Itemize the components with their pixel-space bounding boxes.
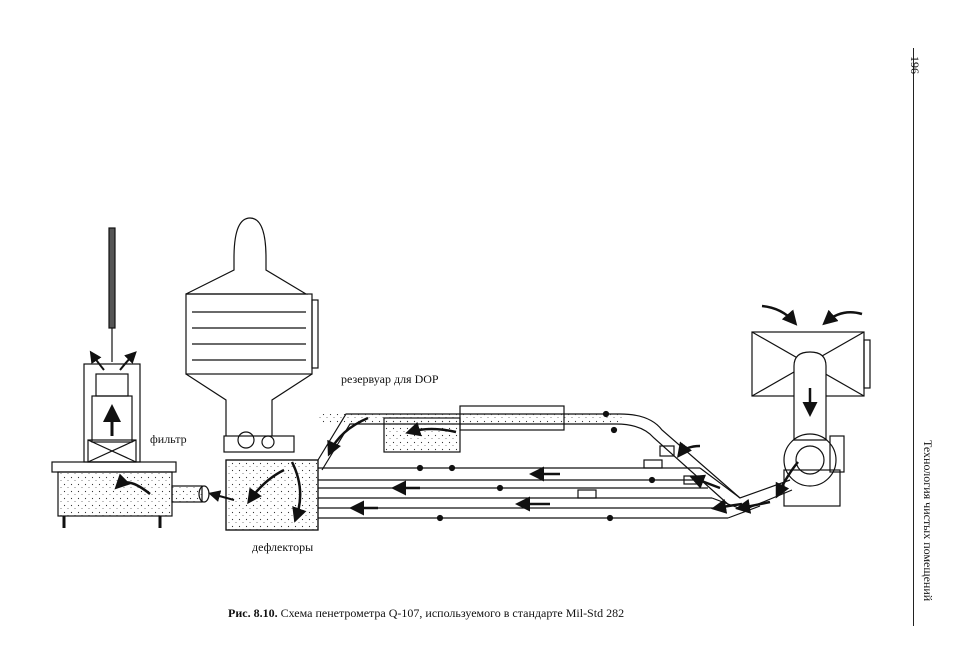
figure-number: Рис. 8.10. [228, 606, 278, 620]
filter-label: фильтр [150, 432, 187, 446]
reservoir-label: резервуар для DOP [341, 372, 439, 386]
figure-caption-text: Схема пенетрометра Q-107, используемого … [277, 606, 625, 620]
duct-network [317, 405, 793, 522]
page-number: 196 [908, 56, 922, 74]
figure-caption: Рис. 8.10. Схема пенетрометра Q-107, исп… [228, 606, 624, 621]
running-head: Технология чистых помещений [921, 440, 935, 602]
margin-rule [913, 48, 914, 626]
blower-unit [751, 331, 871, 507]
deflectors-label: дефлекторы [252, 540, 314, 554]
